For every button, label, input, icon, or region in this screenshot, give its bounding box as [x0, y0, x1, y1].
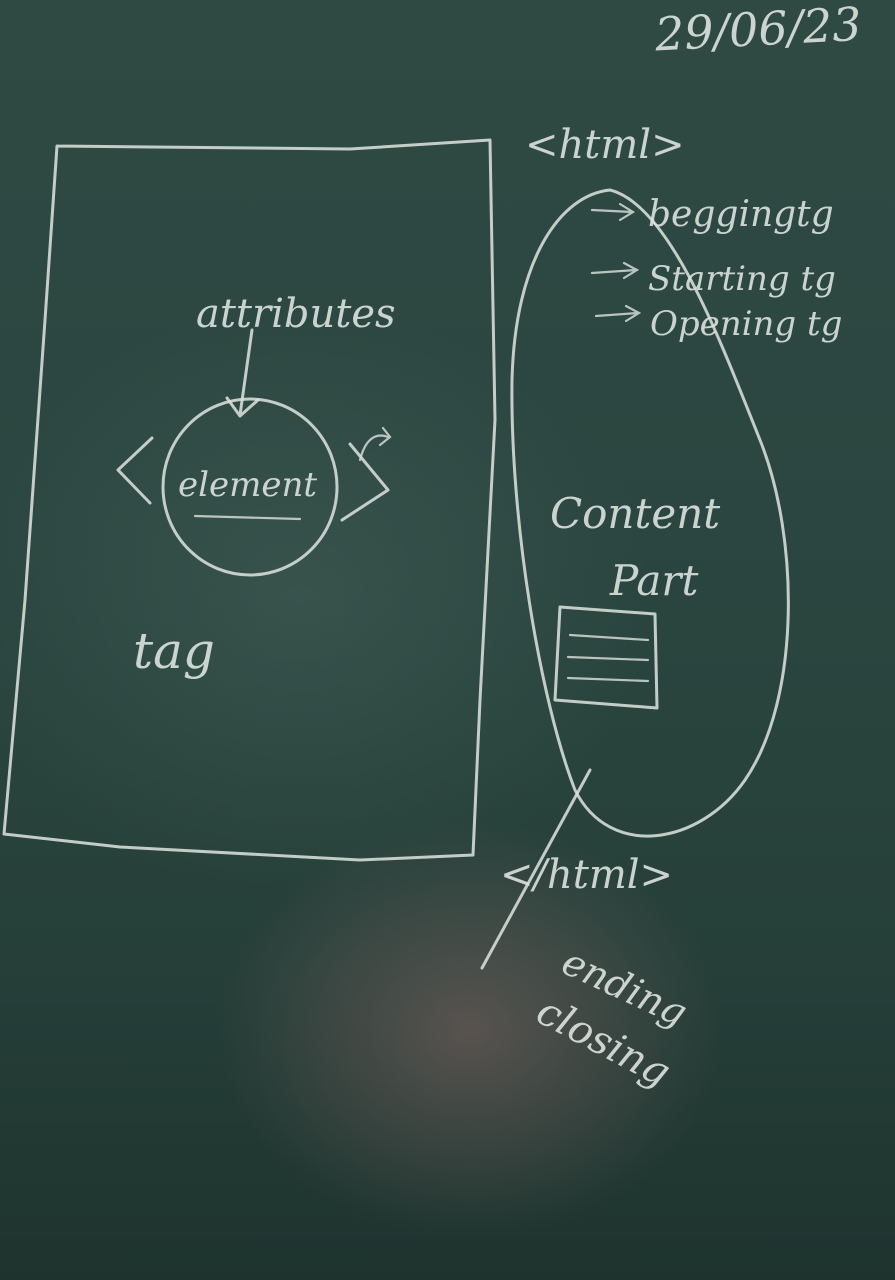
open-html-tag: <html>	[525, 122, 685, 168]
content-line-2	[566, 655, 650, 662]
attributes-arrow	[225, 328, 260, 418]
part-label: Part	[609, 556, 698, 605]
content-box	[553, 605, 659, 710]
attributes-label: attributes	[196, 291, 396, 337]
alias-arrow-3	[594, 304, 642, 323]
alias-opening-tag: Opening tg	[650, 304, 842, 344]
left-box-outline	[2, 138, 497, 862]
content-label: Content	[550, 489, 720, 538]
alias-arrow-2	[590, 261, 640, 280]
content-line-3	[566, 676, 650, 683]
bracket-arrow-mark	[358, 426, 392, 462]
alias-starting-tag: Starting tg	[648, 259, 836, 299]
element-circle	[161, 397, 339, 577]
left-angle-bracket	[116, 436, 154, 505]
date-text: 29/06/23	[653, 0, 863, 62]
closing-slash-stroke	[480, 768, 592, 970]
element-label: element	[178, 465, 317, 505]
alias-begging-tag: beggingtg	[648, 194, 834, 235]
content-oval	[510, 188, 790, 838]
close-html-tag: </html>	[500, 852, 673, 898]
tag-label: tag	[133, 622, 215, 680]
alias-arrow-1	[590, 202, 636, 222]
element-underline	[193, 514, 302, 521]
content-line-1	[568, 633, 650, 642]
right-angle-bracket	[340, 442, 390, 522]
